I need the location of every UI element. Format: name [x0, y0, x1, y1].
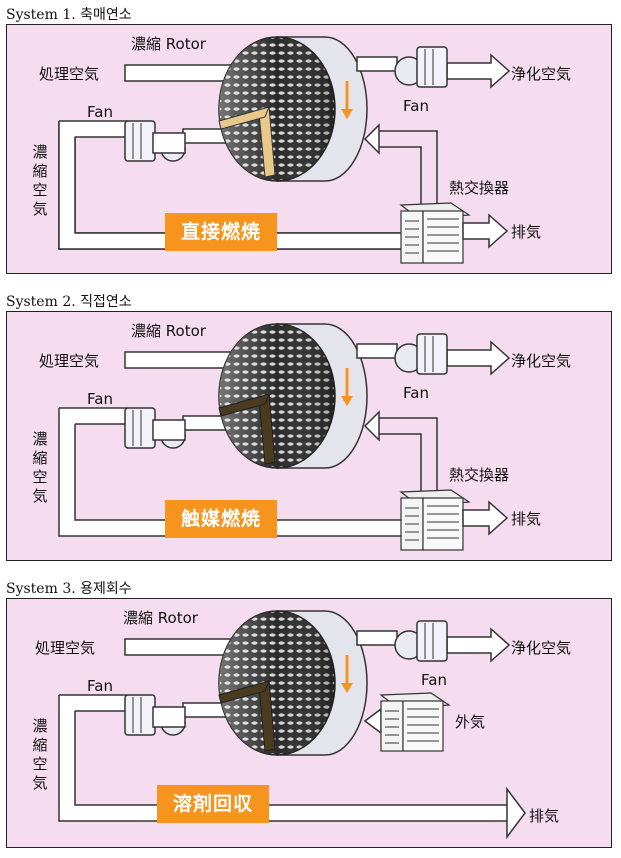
fan-top-icon	[394, 46, 448, 88]
exhaust-arrow	[462, 500, 509, 536]
purified-air-label: 浄化空気	[511, 65, 572, 83]
outside-air-label: 外気	[455, 713, 486, 731]
process-badge: 触媒燃焼	[165, 500, 277, 538]
purified-air-label: 浄化空気	[511, 352, 572, 370]
fan-left-label: Fan	[87, 390, 113, 408]
system-1-diagram	[58, 36, 511, 264]
exhaust-arrow	[462, 213, 509, 249]
purified-air-arrow	[446, 53, 511, 89]
system-1-title: System 1. 축매연소	[6, 7, 132, 23]
rotor-label: 濃縮 Rotor	[123, 609, 198, 627]
fan-top-label: Fan	[403, 97, 429, 115]
system-3-panel: 濃縮 Rotor 処理空気 Fan Fan 浄化空気 濃縮空気 外気 溶剤回収 …	[6, 598, 612, 848]
system-2-diagram	[58, 323, 511, 551]
concentration-rotor	[218, 36, 368, 182]
fan-left-label: Fan	[87, 677, 113, 695]
exhaust-label: 排気	[511, 510, 542, 528]
fan-left-icon	[124, 407, 186, 449]
concentration-rotor	[218, 323, 368, 469]
concentrated-air-label: 濃縮空気	[32, 717, 48, 792]
system-3-title: System 3. 용제회수	[6, 581, 132, 597]
fan-top-icon	[394, 620, 448, 662]
process-badge: 溶剤回収	[157, 785, 269, 823]
heat-exchanger-label: 熱交換器	[449, 466, 510, 484]
purified-air-arrow	[446, 340, 511, 376]
fan-top-label: Fan	[421, 671, 447, 689]
purified-air-arrow	[446, 627, 511, 663]
system-2-panel: 濃縮 Rotor 処理空気 Fan Fan 浄化空気 濃縮空気 熱交換器 触媒燃…	[6, 311, 612, 561]
heat-exchanger-icon	[399, 202, 471, 264]
fan-top-icon	[394, 333, 448, 375]
fan-top-label: Fan	[403, 384, 429, 402]
exhaust-arrow	[506, 786, 526, 840]
exhaust-label: 排気	[529, 807, 560, 825]
process-air-label: 処理空気	[39, 65, 100, 83]
outside-air-exchanger-icon	[379, 692, 451, 752]
system-1-panel: 濃縮 Rotor 処理空気 Fan Fan 浄化空気 濃縮空気 熱交換器 直接燃…	[6, 24, 612, 274]
fan-left-icon	[124, 694, 186, 736]
process-air-label: 処理空気	[35, 639, 96, 657]
concentration-rotor	[218, 610, 368, 756]
rotor-label: 濃縮 Rotor	[131, 322, 206, 340]
system-2-title: System 2. 직접연소	[6, 294, 132, 310]
purified-air-label: 浄化空気	[511, 639, 572, 657]
system-3-diagram	[58, 610, 526, 840]
exhaust-label: 排気	[511, 223, 542, 241]
fan-left-label: Fan	[87, 103, 113, 121]
concentrated-air-label: 濃縮空気	[32, 430, 48, 505]
process-air-label: 処理空気	[39, 352, 100, 370]
concentrated-air-label: 濃縮空気	[32, 143, 48, 218]
heat-exchanger-label: 熱交換器	[449, 179, 510, 197]
heat-exchanger-icon	[399, 489, 471, 551]
rotor-label: 濃縮 Rotor	[131, 35, 206, 53]
fan-left-icon	[124, 120, 186, 162]
process-badge: 直接燃焼	[165, 213, 277, 251]
